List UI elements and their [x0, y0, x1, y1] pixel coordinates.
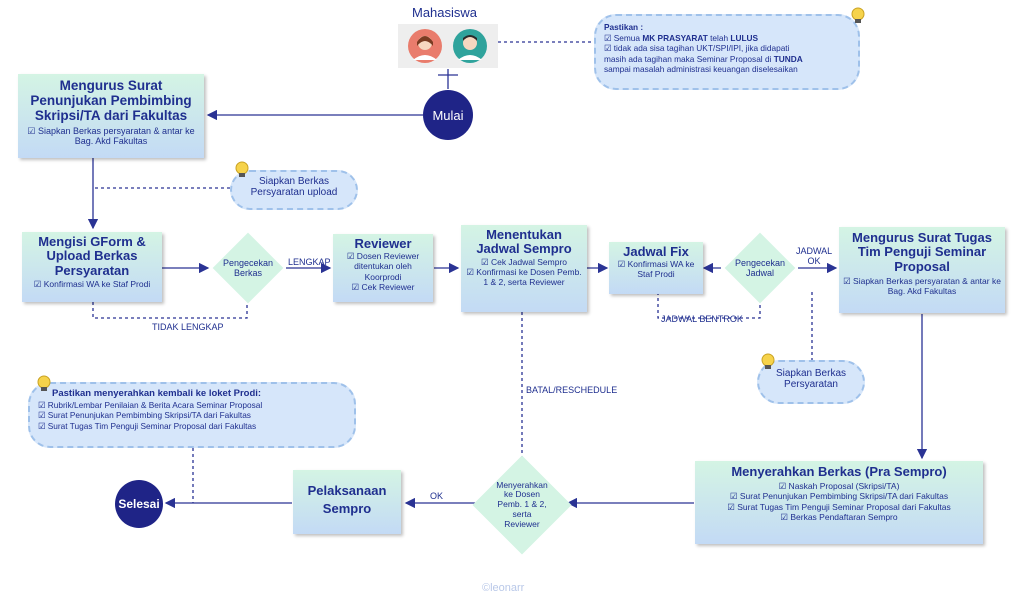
step-desc: ☑ Cek Jadwal Sempro [480, 256, 568, 267]
step-surat-penguji: Mengurus Surat Tugas Tim Penguji Seminar… [839, 227, 1005, 313]
step-item: ☑ Naskah Proposal (Skripsi/TA) [778, 481, 900, 492]
note-item: ☑ Surat Penunjukan Pembimbing Skripsi/TA… [38, 410, 251, 421]
note-prerequisites: Pastikan : ☑ Semua MK PRASYARAT telah LU… [594, 14, 860, 90]
avatar-icon [408, 29, 487, 63]
lightbulb-icon [37, 375, 51, 391]
lightbulb-icon [761, 353, 775, 369]
step-item: ☑ Surat Penunjukan Pembimbing Skripsi/TA… [729, 491, 949, 502]
actor-label: Mahasiswa [412, 5, 478, 20]
start-node: Mulai [423, 90, 473, 140]
step-jadwal-sempro: Menentukan Jadwal Sempro ☑ Cek Jadwal Se… [461, 225, 587, 312]
lightbulb-icon [851, 7, 865, 23]
end-node: Selesai [115, 480, 163, 528]
edge-label-ok: OK [430, 491, 444, 501]
step-reviewer: Reviewer ☑ Dosen Reviewer ditentukan ole… [333, 234, 433, 302]
edge-label-jadwal-bentrok: JADWAL BENTROK [661, 314, 743, 324]
step-desc: ☑ Siapkan Berkas persyaratan & antar ke … [27, 125, 195, 147]
step-desc: ☑ Konfirmasi WA ke Staf Prodi [617, 259, 695, 280]
note-line-3: masih ada tagihan maka Seminar Proposal … [604, 53, 803, 64]
note-line-4: sampai masalah administrasi keuangan dis… [604, 64, 798, 75]
step-desc: ☑ Konfirmasi WA ke Staf Prodi [33, 278, 151, 289]
step-title: Reviewer [354, 236, 412, 251]
edge-label-jadwal-ok: JADWAL OK [796, 246, 833, 266]
step-desc: ☑ Dosen Reviewer ditentukan oleh Koorpro… [346, 251, 420, 282]
step-item: ☑ Berkas Pendaftaran Sempro [780, 511, 898, 522]
step-desc: ☑ Cek Reviewer [351, 281, 415, 292]
lightbulb-icon [235, 161, 249, 177]
step-surat-pembimbing: Mengurus Surat Penunjukan Pembimbing Skr… [18, 74, 204, 158]
step-title: Menyerahkan Berkas (Pra Sempro) [731, 464, 947, 479]
note-item: ☑ Surat Tugas Tim Penguji Seminar Propos… [38, 420, 257, 431]
note-line-1: ☑ Semua MK PRASYARAT telah LULUS [604, 32, 759, 43]
step-title: Jadwal Fix [623, 244, 689, 259]
step-desc: ☑ Konfirmasi ke Dosen Pemb. 1 & 2, serta… [466, 266, 582, 287]
edge-label-tidak-lengkap: TIDAK LENGKAP [152, 322, 224, 332]
step-title: Pelaksanaan Sempro [307, 483, 387, 517]
step-title: Mengurus Surat Tugas Tim Penguji Seminar… [852, 230, 992, 274]
step-title: Menentukan Jadwal Sempro [476, 227, 572, 257]
actor-card [398, 24, 498, 68]
edge-label-batal: BATAL/RESCHEDULE [526, 385, 618, 395]
step-menyerahkan-berkas: Menyerahkan Berkas (Pra Sempro) ☑ Naskah… [695, 461, 983, 544]
step-item: ☑ Surat Tugas Tim Penguji Seminar Propos… [727, 501, 951, 512]
note-title: Pastikan : [604, 22, 644, 32]
decision-cek-jadwal: Pengecekan Jadwal [722, 230, 798, 306]
step-title: Mengisi GForm & Upload Berkas Persyarata… [38, 234, 146, 278]
decision-cek-berkas: Pengecekan Berkas [210, 230, 286, 306]
note-loket: Pastikan menyerahkan kembali ke loket Pr… [28, 382, 356, 448]
note-upload: Siapkan Berkas Persyaratan upload [230, 170, 358, 210]
note-item: ☑ Rubrik/Lembar Penilaian & Berita Acara… [38, 399, 263, 410]
decision-serahkan-dosen: Menyerahkan ke Dosen Pemb. 1 & 2, serta … [472, 455, 572, 555]
note-line-2: ☑ tidak ada sisa tagihan UKT/SPI/IPI, ji… [604, 43, 790, 54]
note-title: Pastikan menyerahkan kembali ke loket Pr… [52, 388, 262, 399]
note-persyaratan: Siapkan Berkas Persyaratan [757, 360, 865, 404]
step-gform: Mengisi GForm & Upload Berkas Persyarata… [22, 232, 162, 302]
watermark: ©leonarr [482, 582, 525, 594]
step-desc: ☑ Siapkan Berkas persyaratan & antar ke … [843, 275, 1001, 297]
step-pelaksanaan-sempro: Pelaksanaan Sempro [293, 470, 401, 534]
step-title: Mengurus Surat Penunjukan Pembimbing Skr… [30, 78, 192, 123]
step-jadwal-fix: Jadwal Fix ☑ Konfirmasi WA ke Staf Prodi [609, 242, 703, 294]
edge-label-lengkap: LENGKAP [288, 257, 331, 267]
